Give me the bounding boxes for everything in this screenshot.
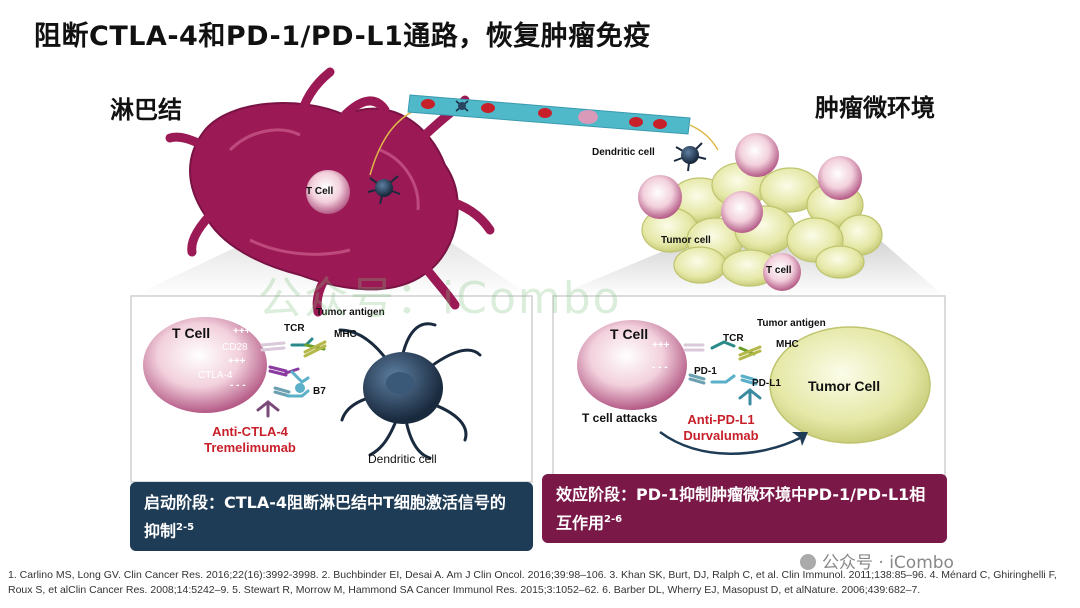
right-tumor-cell-label: Tumor Cell [808,378,881,394]
left-tcr-label: TCR [284,323,305,334]
top-tumor-cell-label: Tumor cell [661,235,711,246]
right-tcr-label: TCR [723,333,744,344]
left-minus: - - - [230,380,246,391]
b7-ligand [295,383,305,393]
left-receptors [256,337,327,418]
right-tumor-cell [769,326,931,444]
page-title: 阻断CTLA-4和PD-1/PD-L1通路，恢复肿瘤免疫 [34,21,651,52]
left-dendritic-cell-label: Dendritic cell [368,452,437,466]
anti-pdl1-drug: Anti-PD-L1 Durvalumab [683,412,759,443]
references: 1. Carlino MS, Long GV. Clin Cancer Res.… [8,569,1057,596]
left-t-cell [143,317,267,413]
pd1-label: PD-1 [694,366,717,377]
effector-phase-box: 效应阶段：PD-1抑制肿瘤微环境中PD-1/PD-L1相互作用2-6 [542,474,947,543]
right-minus: - - - [652,362,668,373]
pdl1-label: PD-L1 [752,378,781,389]
right-receptors [683,340,762,406]
left-t-cell-label: T Cell [172,325,211,341]
right-mhc-label: MHC [776,339,799,350]
top-t-cell-label: T cell [766,265,792,276]
tumor-microenvironment-label: 肿瘤微环境 [815,94,935,122]
left-mhc-label: MHC [334,329,357,340]
attack-arrowhead [792,432,808,446]
right-tumor-antigen-label: Tumor antigen [757,318,826,329]
source-credit: 公众号 · iCombo [800,548,954,573]
wechat-icon [800,554,816,570]
b7-label: B7 [313,386,326,397]
right-t-cell-label: T Cell [610,326,649,342]
tumor-pink-cells [638,133,862,291]
top-dendritic-cell-label: Dendritic cell [592,147,655,158]
left-plus-1: +++ [233,326,251,337]
watermark: 公众号：iCombo [258,273,622,324]
cd28-label: CD28 [222,342,248,353]
vessel-link-line [689,124,719,151]
left-tumor-antigen-label: Tumor antigen [316,307,385,318]
left-dendritic-cell [338,322,482,460]
lymph-node-label: 淋巴结 [110,96,182,124]
blood-vessel [407,94,691,135]
lymph-dendritic-cell [367,175,401,205]
ctla4-label: CTLA-4 [198,370,233,381]
lymph-t-cell [306,170,350,214]
left-plus-2: +++ [228,356,246,367]
lymph-t-cell-label: T Cell [306,186,334,197]
right-t-cell [577,320,687,410]
t-cell-attack-arrow [659,430,801,455]
tumor-dendritic-cell [673,142,707,172]
right-plus: +++ [652,340,670,351]
anti-ctla4-drug: Anti-CTLA-4 Tremelimumab [204,424,296,455]
t-cell-attacks-label: T cell attacks [582,411,658,425]
priming-phase-box: 启动阶段：CTLA-4阻断淋巴结中T细胞激活信号的抑制2-5 [130,482,533,551]
tumor-cluster [641,162,883,287]
lymph-node-vessels [165,67,495,317]
lymph-node-highlights [228,128,420,256]
